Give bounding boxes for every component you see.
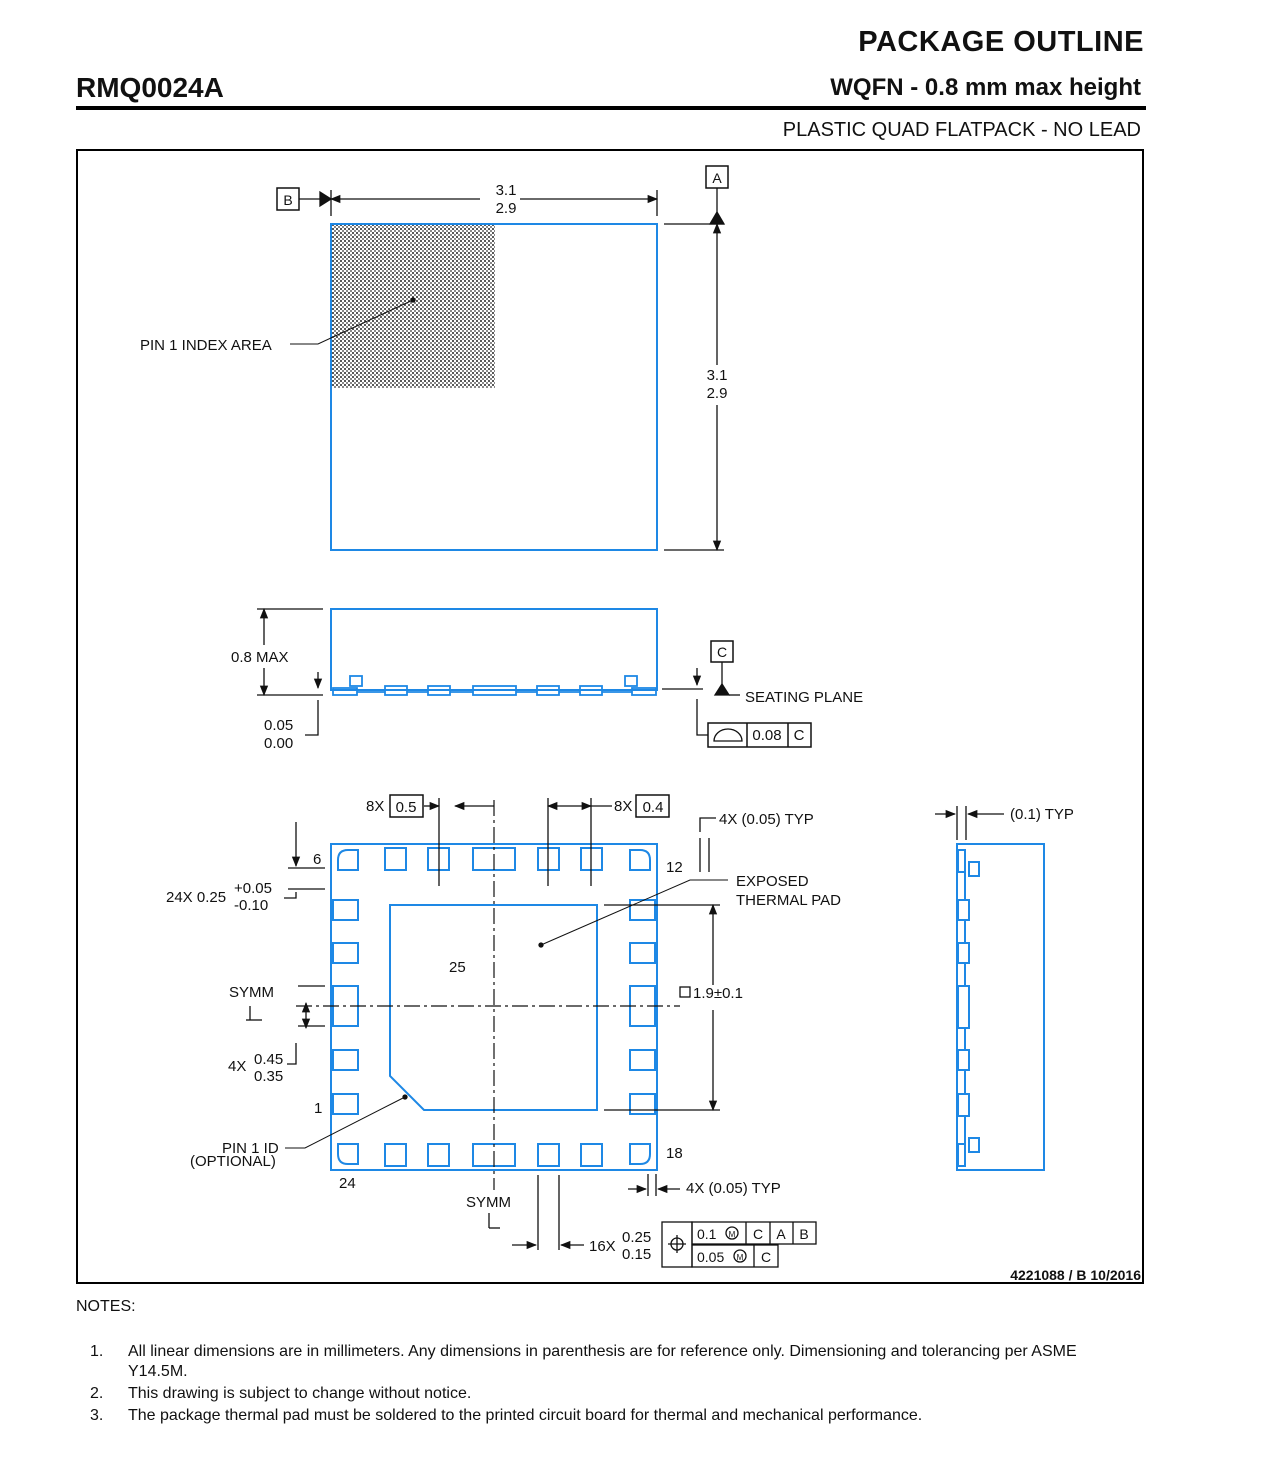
symm-left-label: SYMM	[229, 984, 274, 1001]
lead-width-minus: -0.10	[234, 897, 268, 914]
pin1-index-label: PIN 1 INDEX AREA	[140, 337, 272, 354]
bottom-view-outline	[330, 843, 658, 1171]
datum-b-label: B	[283, 192, 292, 208]
note-number: 1.	[90, 1343, 104, 1360]
exposed-pad-line1: EXPOSED	[736, 873, 809, 890]
note-number: 2.	[90, 1385, 104, 1402]
length-count: 4X	[228, 1058, 246, 1075]
pin1-index-area	[332, 225, 495, 388]
width-max: 0.25	[622, 1229, 651, 1246]
pitch-value-left: 0.5	[396, 799, 417, 816]
seating-plane-label: SEATING PLANE	[745, 689, 863, 706]
width-min: 0.15	[622, 1246, 651, 1263]
bottom-view-leads	[332, 847, 656, 1167]
top-height-max: 3.1	[707, 367, 728, 384]
drawing-frame	[76, 149, 1144, 1284]
pin1-id-line2: (OPTIONAL)	[190, 1153, 276, 1170]
note-text: The package thermal pad must be soldered…	[128, 1407, 923, 1424]
position-datum-c-2: C	[761, 1249, 771, 1265]
notes-heading: NOTES:	[76, 1298, 136, 1315]
header-rule	[76, 106, 1146, 110]
package-type: WQFN - 0.8 mm max height	[830, 74, 1141, 101]
pitch-count-right: 8X	[614, 798, 632, 815]
end-view-outline	[956, 843, 1045, 1171]
pad-25-label: 25	[449, 959, 466, 976]
document-title: PACKAGE OUTLINE	[858, 26, 1144, 58]
pin-1-label: 1	[314, 1100, 322, 1117]
corner-typ-top: 4X (0.05) TYP	[719, 811, 814, 828]
bottom-view	[246, 794, 817, 1268]
pin-12-label: 12	[666, 859, 683, 876]
part-number: RMQ0024A	[76, 72, 224, 103]
flatness-icon	[713, 728, 743, 742]
position-datum-b: B	[799, 1226, 808, 1242]
top-view	[276, 165, 729, 552]
position-tol-1: 0.1	[697, 1226, 717, 1242]
end-view-typ: (0.1) TYP	[1010, 806, 1074, 823]
top-view-outline	[330, 223, 658, 551]
width-count: 16X	[589, 1238, 616, 1255]
flatness-datum: C	[794, 727, 805, 744]
note-text: This drawing is subject to change withou…	[128, 1385, 472, 1402]
pitch-count-left: 8X	[366, 798, 384, 815]
side-view-body	[330, 608, 658, 691]
pin-24-label: 24	[339, 1175, 356, 1192]
lead-width-count: 24X 0.25	[166, 889, 226, 906]
length-max: 0.45	[254, 1051, 283, 1068]
position-tol-2: 0.05	[697, 1249, 724, 1265]
standoff-min: 0.00	[264, 735, 293, 752]
lead-width-plus: +0.05	[234, 880, 272, 897]
pin-6-label: 6	[313, 851, 321, 868]
end-view	[956, 843, 1045, 1171]
height-max-label: 0.8 MAX	[231, 649, 289, 666]
pitch-value-right: 0.4	[643, 799, 664, 816]
datum-c-label: C	[717, 644, 727, 660]
end-view-dims	[935, 806, 1004, 840]
mmc-symbol-2: M	[737, 1253, 744, 1262]
note-number: 3.	[90, 1407, 104, 1424]
length-min: 0.35	[254, 1068, 283, 1085]
mmc-symbol-1: M	[729, 1230, 736, 1239]
pin1-id-line1: PIN 1 ID	[222, 1140, 279, 1157]
document-reference: 4221088 / B 10/2016	[1010, 1267, 1141, 1283]
datum-a-label: A	[712, 170, 722, 186]
standoff-max: 0.05	[264, 717, 293, 734]
exposed-pad-line2: THERMAL PAD	[736, 892, 841, 909]
top-width-min: 2.9	[496, 200, 517, 217]
flatness-value: 0.08	[752, 727, 781, 744]
package-description: PLASTIC QUAD FLATPACK - NO LEAD	[782, 119, 1141, 141]
thermal-pad	[389, 904, 598, 1111]
top-height-min: 2.9	[707, 385, 728, 402]
corner-typ-bottom: 4X (0.05) TYP	[686, 1180, 781, 1197]
position-datum-c-1: C	[753, 1226, 763, 1242]
side-view-leads	[332, 675, 657, 696]
note-3: 3. The package thermal pad must be solde…	[90, 1406, 1090, 1426]
pin-18-label: 18	[666, 1145, 683, 1162]
note-text: All linear dimensions are in millimeters…	[128, 1343, 1077, 1380]
pad-size-label: 1.9±0.1	[693, 985, 743, 1002]
symm-bottom-label: SYMM	[466, 1194, 511, 1211]
side-view	[257, 607, 812, 748]
top-width-max: 3.1	[496, 182, 517, 199]
note-1: 1. All linear dimensions are in millimet…	[90, 1342, 1090, 1382]
note-2: 2. This drawing is subject to change wit…	[90, 1384, 1090, 1404]
position-datum-a: A	[776, 1226, 786, 1242]
